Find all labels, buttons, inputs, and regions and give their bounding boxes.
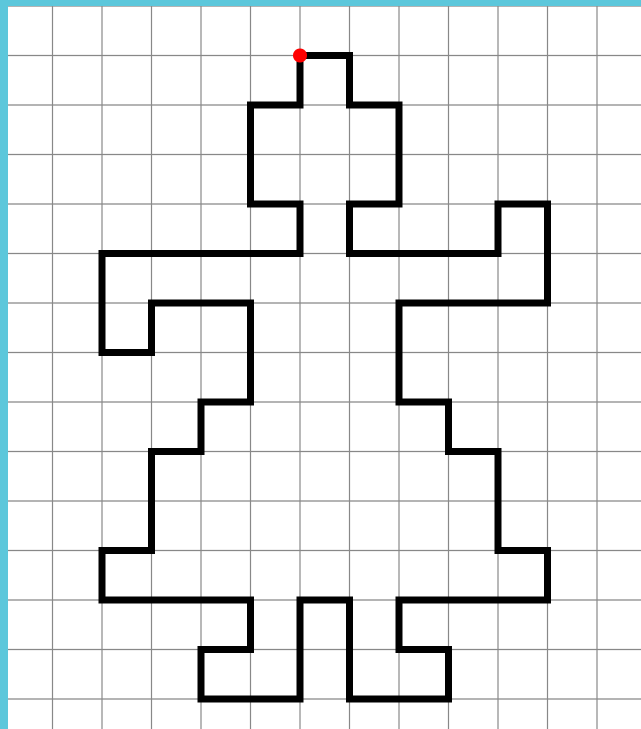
grid-paper — [8, 6, 641, 729]
start-point-marker — [293, 49, 307, 63]
grid-drawing — [8, 6, 641, 729]
figure-outline — [102, 56, 548, 700]
grid-lines — [8, 6, 641, 729]
